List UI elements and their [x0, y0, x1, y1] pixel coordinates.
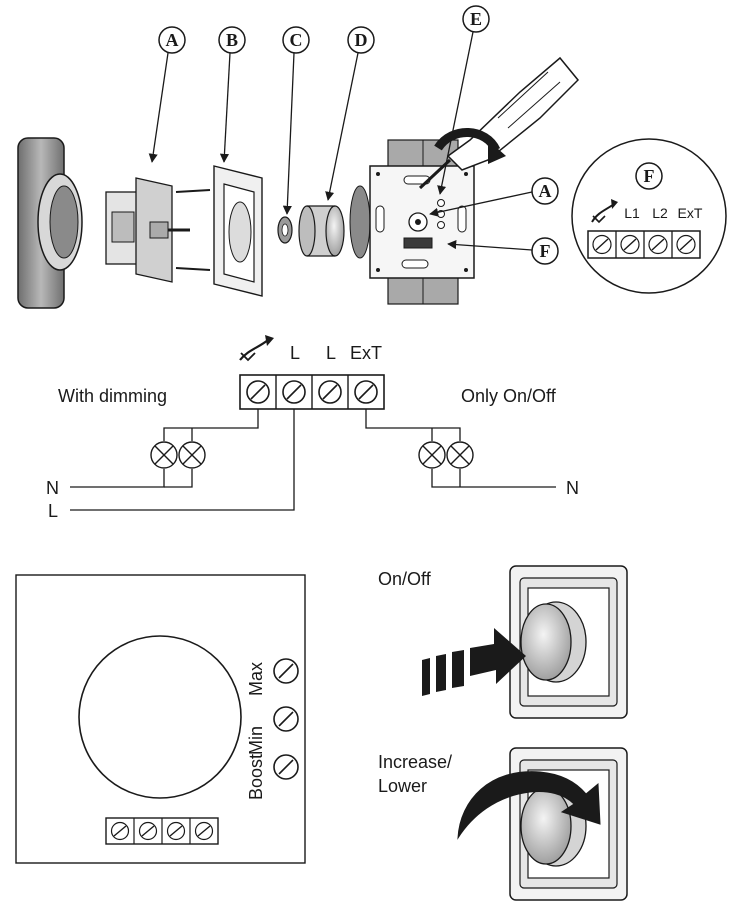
push-arrow-icon [422, 628, 526, 696]
lamp-cross-icon [418, 441, 446, 469]
terminal-block [239, 374, 385, 410]
potentiometer-max [273, 658, 299, 684]
dimmer-arrow-icon [239, 335, 274, 362]
back-terminal-screw [110, 821, 130, 841]
pot-label-boost: Boost [246, 754, 266, 800]
callout-front-f-letter: F [540, 241, 551, 261]
lamp-cross-icon [446, 441, 474, 469]
callout-front-a-letter: A [539, 181, 552, 201]
dimmer-arrow-icon [591, 199, 618, 224]
dimmer-insert [105, 177, 211, 283]
potentiometer-min [273, 706, 299, 732]
live-label-left: L [48, 501, 58, 521]
assembled-unit [349, 139, 475, 305]
rotary-knob [298, 205, 345, 257]
adjust-label-line2: Lower [378, 776, 427, 796]
switch-press [422, 565, 628, 719]
terminal-label-l1: L [290, 343, 300, 363]
back-terminal-screw [138, 821, 158, 841]
exploded-view: A B C D E A F [17, 5, 727, 309]
onoff-label: On/Off [378, 569, 432, 589]
back-terminal-screw [166, 821, 186, 841]
inset-screw [592, 234, 612, 255]
lamp-cross-icon [150, 441, 178, 469]
wall-box [17, 137, 83, 309]
terminal-label-l2: L [326, 343, 336, 363]
terminal-screw [246, 380, 270, 404]
pot-label-min: Min [246, 726, 266, 755]
knob-opening [78, 635, 242, 799]
inset-terminal-block [587, 230, 701, 259]
operation-instructions: On/Off Increase/ Lower [378, 565, 628, 901]
callout-front-a: A [429, 177, 559, 217]
callout-a-letter: A [166, 30, 179, 50]
terminal-screw [354, 380, 378, 404]
potentiometer-boost [273, 754, 299, 780]
callout-d: D [325, 26, 375, 201]
fixing-nut [277, 216, 293, 244]
inset-screw [620, 234, 640, 255]
only-onoff-title: Only On/Off [461, 386, 557, 406]
rotate-arrow-icon [457, 771, 601, 840]
callout-front-f: F [447, 237, 559, 265]
inset-terminal-label-ext: ExT [678, 205, 703, 221]
pot-label-max: Max [246, 662, 266, 696]
callout-e-letter: E [470, 9, 482, 29]
neutral-label-right: N [566, 478, 579, 498]
callout-a: A [148, 26, 186, 163]
callout-c-letter: C [290, 30, 303, 50]
inset-screw [648, 234, 668, 255]
wires [70, 409, 556, 511]
callout-c: C [282, 26, 310, 215]
callout-d-letter: D [355, 30, 368, 50]
lamp-cross-icon [178, 441, 206, 469]
cover-frame [213, 165, 263, 297]
screwdriver [418, 56, 580, 190]
terminal-label-ext: ExT [350, 343, 382, 363]
neutral-label-left: N [46, 478, 59, 498]
terminal-screw [318, 380, 342, 404]
inset-callout-letter: F [644, 166, 655, 186]
switch-rotate [457, 747, 628, 901]
back-terminal-block [105, 817, 219, 845]
adjust-label-line1: Increase/ [378, 752, 452, 772]
terminal-inset: F L1 L2 ExT [571, 138, 727, 294]
callout-b: B [218, 26, 246, 163]
callout-e: E [437, 5, 490, 195]
dimmer-back-view: Boost Min Max [15, 574, 306, 864]
with-dimming-title: With dimming [58, 386, 167, 406]
inset-terminal-label-l1: L1 [624, 205, 640, 221]
callout-b-letter: B [226, 30, 238, 50]
wiring-diagram: L L ExT With dimming Only On/Off [46, 335, 579, 521]
terminal-screw [282, 380, 306, 404]
back-terminal-screw [194, 821, 214, 841]
inset-screw [676, 234, 696, 255]
inset-terminal-label-l2: L2 [652, 205, 668, 221]
